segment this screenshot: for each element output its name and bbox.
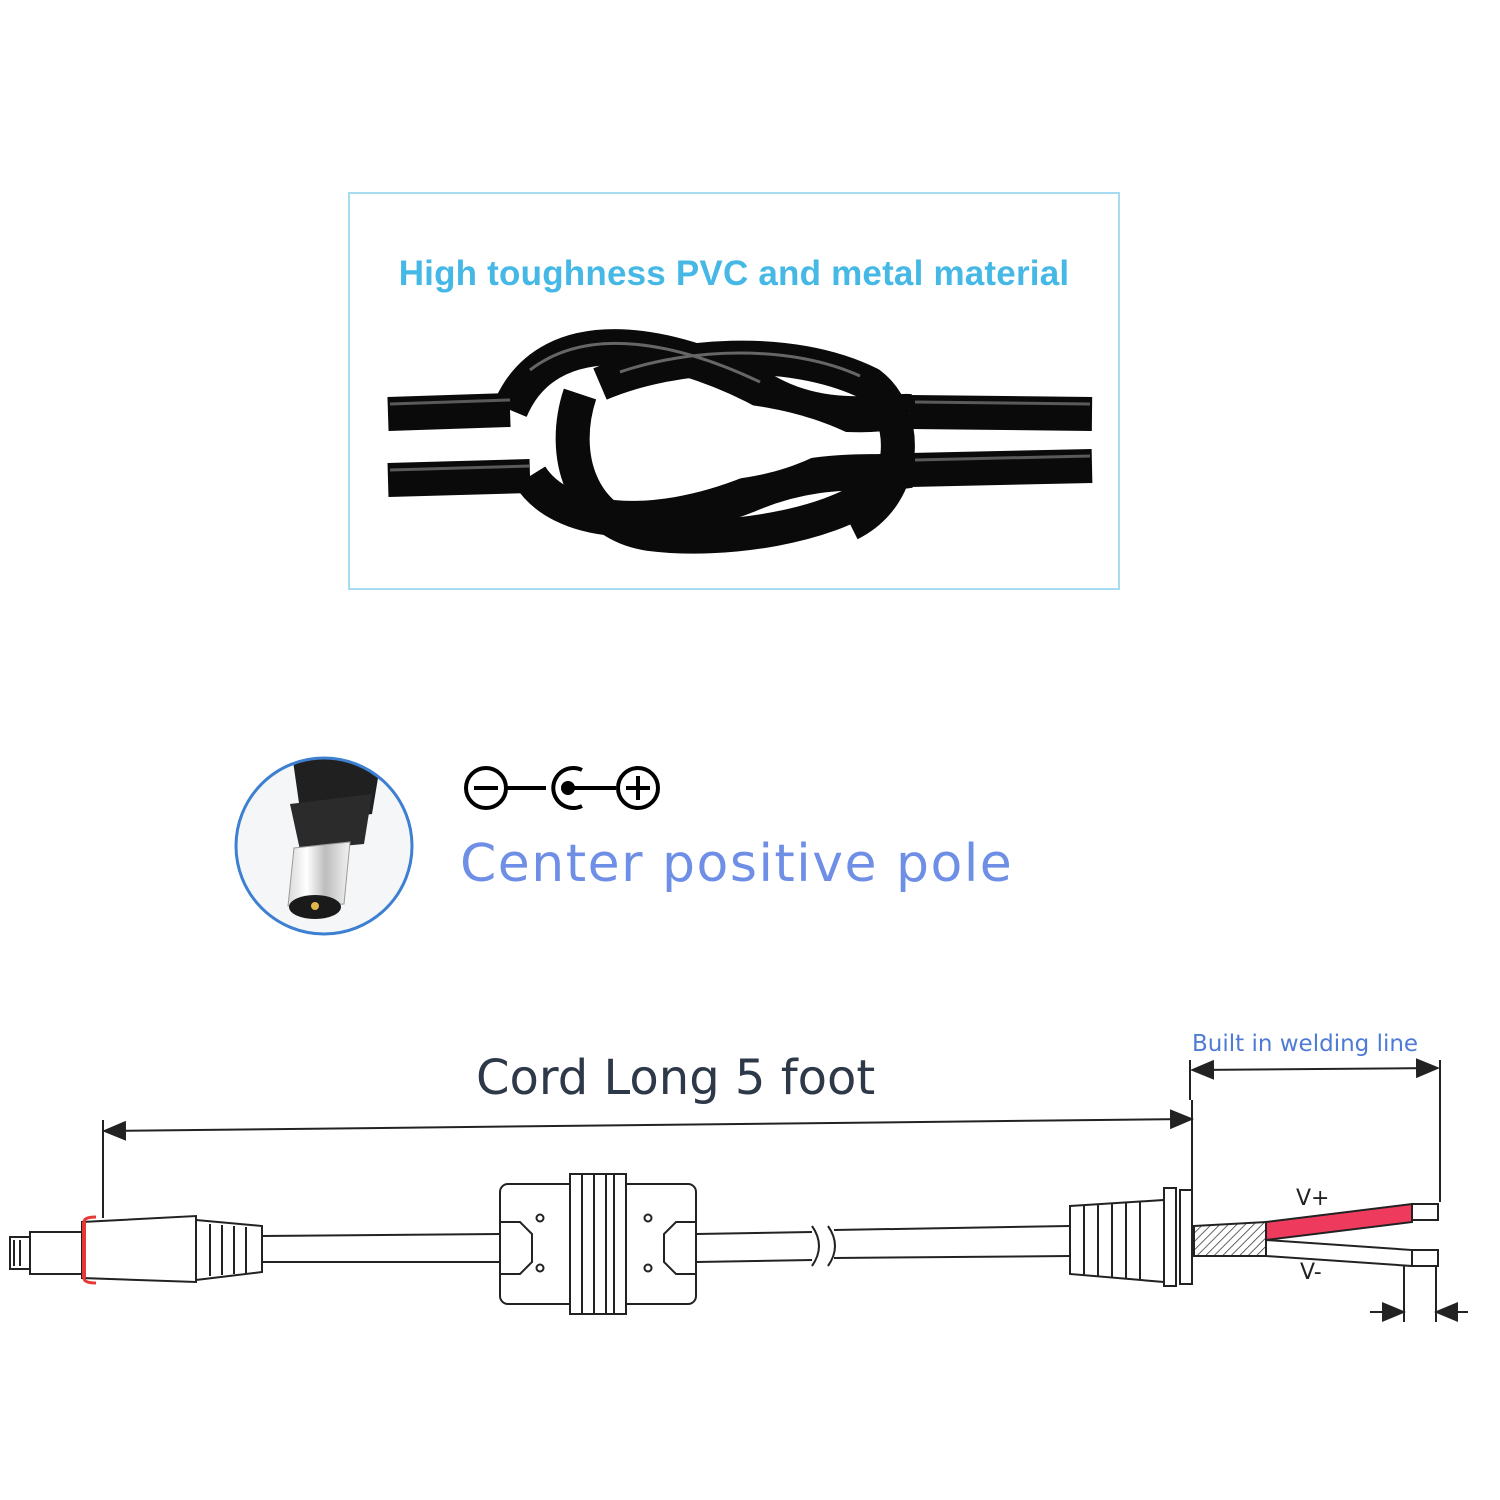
cable-knot-illustration xyxy=(387,329,1093,554)
welding-line-label: Built in welding line xyxy=(1192,1031,1419,1057)
cord-length-label: Cord Long 5 foot xyxy=(476,1050,876,1106)
knot-panel: High toughness PVC and metal material xyxy=(348,192,1120,590)
knot-panel-title: High toughness PVC and metal material xyxy=(398,254,1070,293)
positive-wire-label: V+ xyxy=(1296,1186,1330,1211)
polarity-label: Center positive pole xyxy=(460,834,1014,894)
negative-wire-label: V- xyxy=(1300,1260,1322,1285)
center-positive-polarity-icon xyxy=(464,766,660,810)
dc-plug-closeup xyxy=(234,756,414,936)
